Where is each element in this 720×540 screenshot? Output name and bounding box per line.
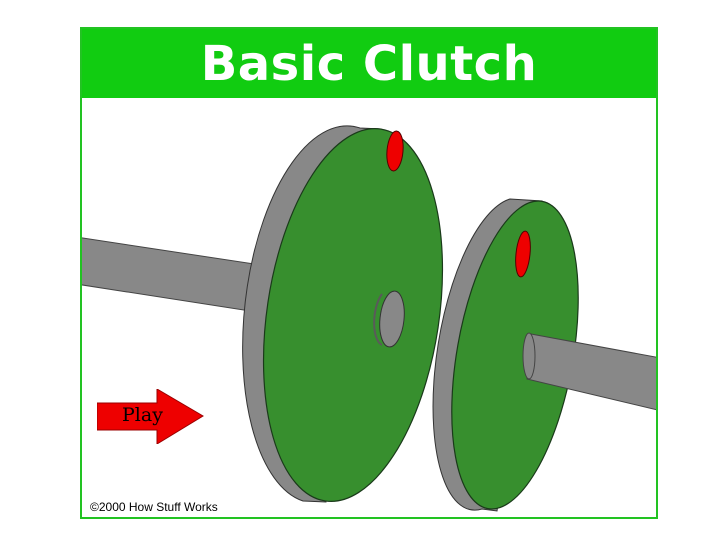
play-button[interactable]: Play xyxy=(96,388,205,445)
left-disk-pin xyxy=(386,130,404,172)
left-disk-center-hole xyxy=(379,290,405,348)
copyright-notice: ©2000 How Stuff Works xyxy=(90,500,218,514)
diagram-frame: Basic Clutch xyxy=(80,27,658,519)
play-label: Play xyxy=(122,404,163,426)
title-bar: Basic Clutch xyxy=(82,29,656,98)
right-shaft-end xyxy=(522,332,536,380)
clutch-illustration xyxy=(82,125,656,512)
right-disk-pin xyxy=(515,230,531,278)
diagram-title: Basic Clutch xyxy=(200,35,538,92)
left-disk-face xyxy=(262,128,444,502)
left-disk-center-hole-shadow xyxy=(373,293,383,346)
right-arrow-icon xyxy=(96,388,204,445)
